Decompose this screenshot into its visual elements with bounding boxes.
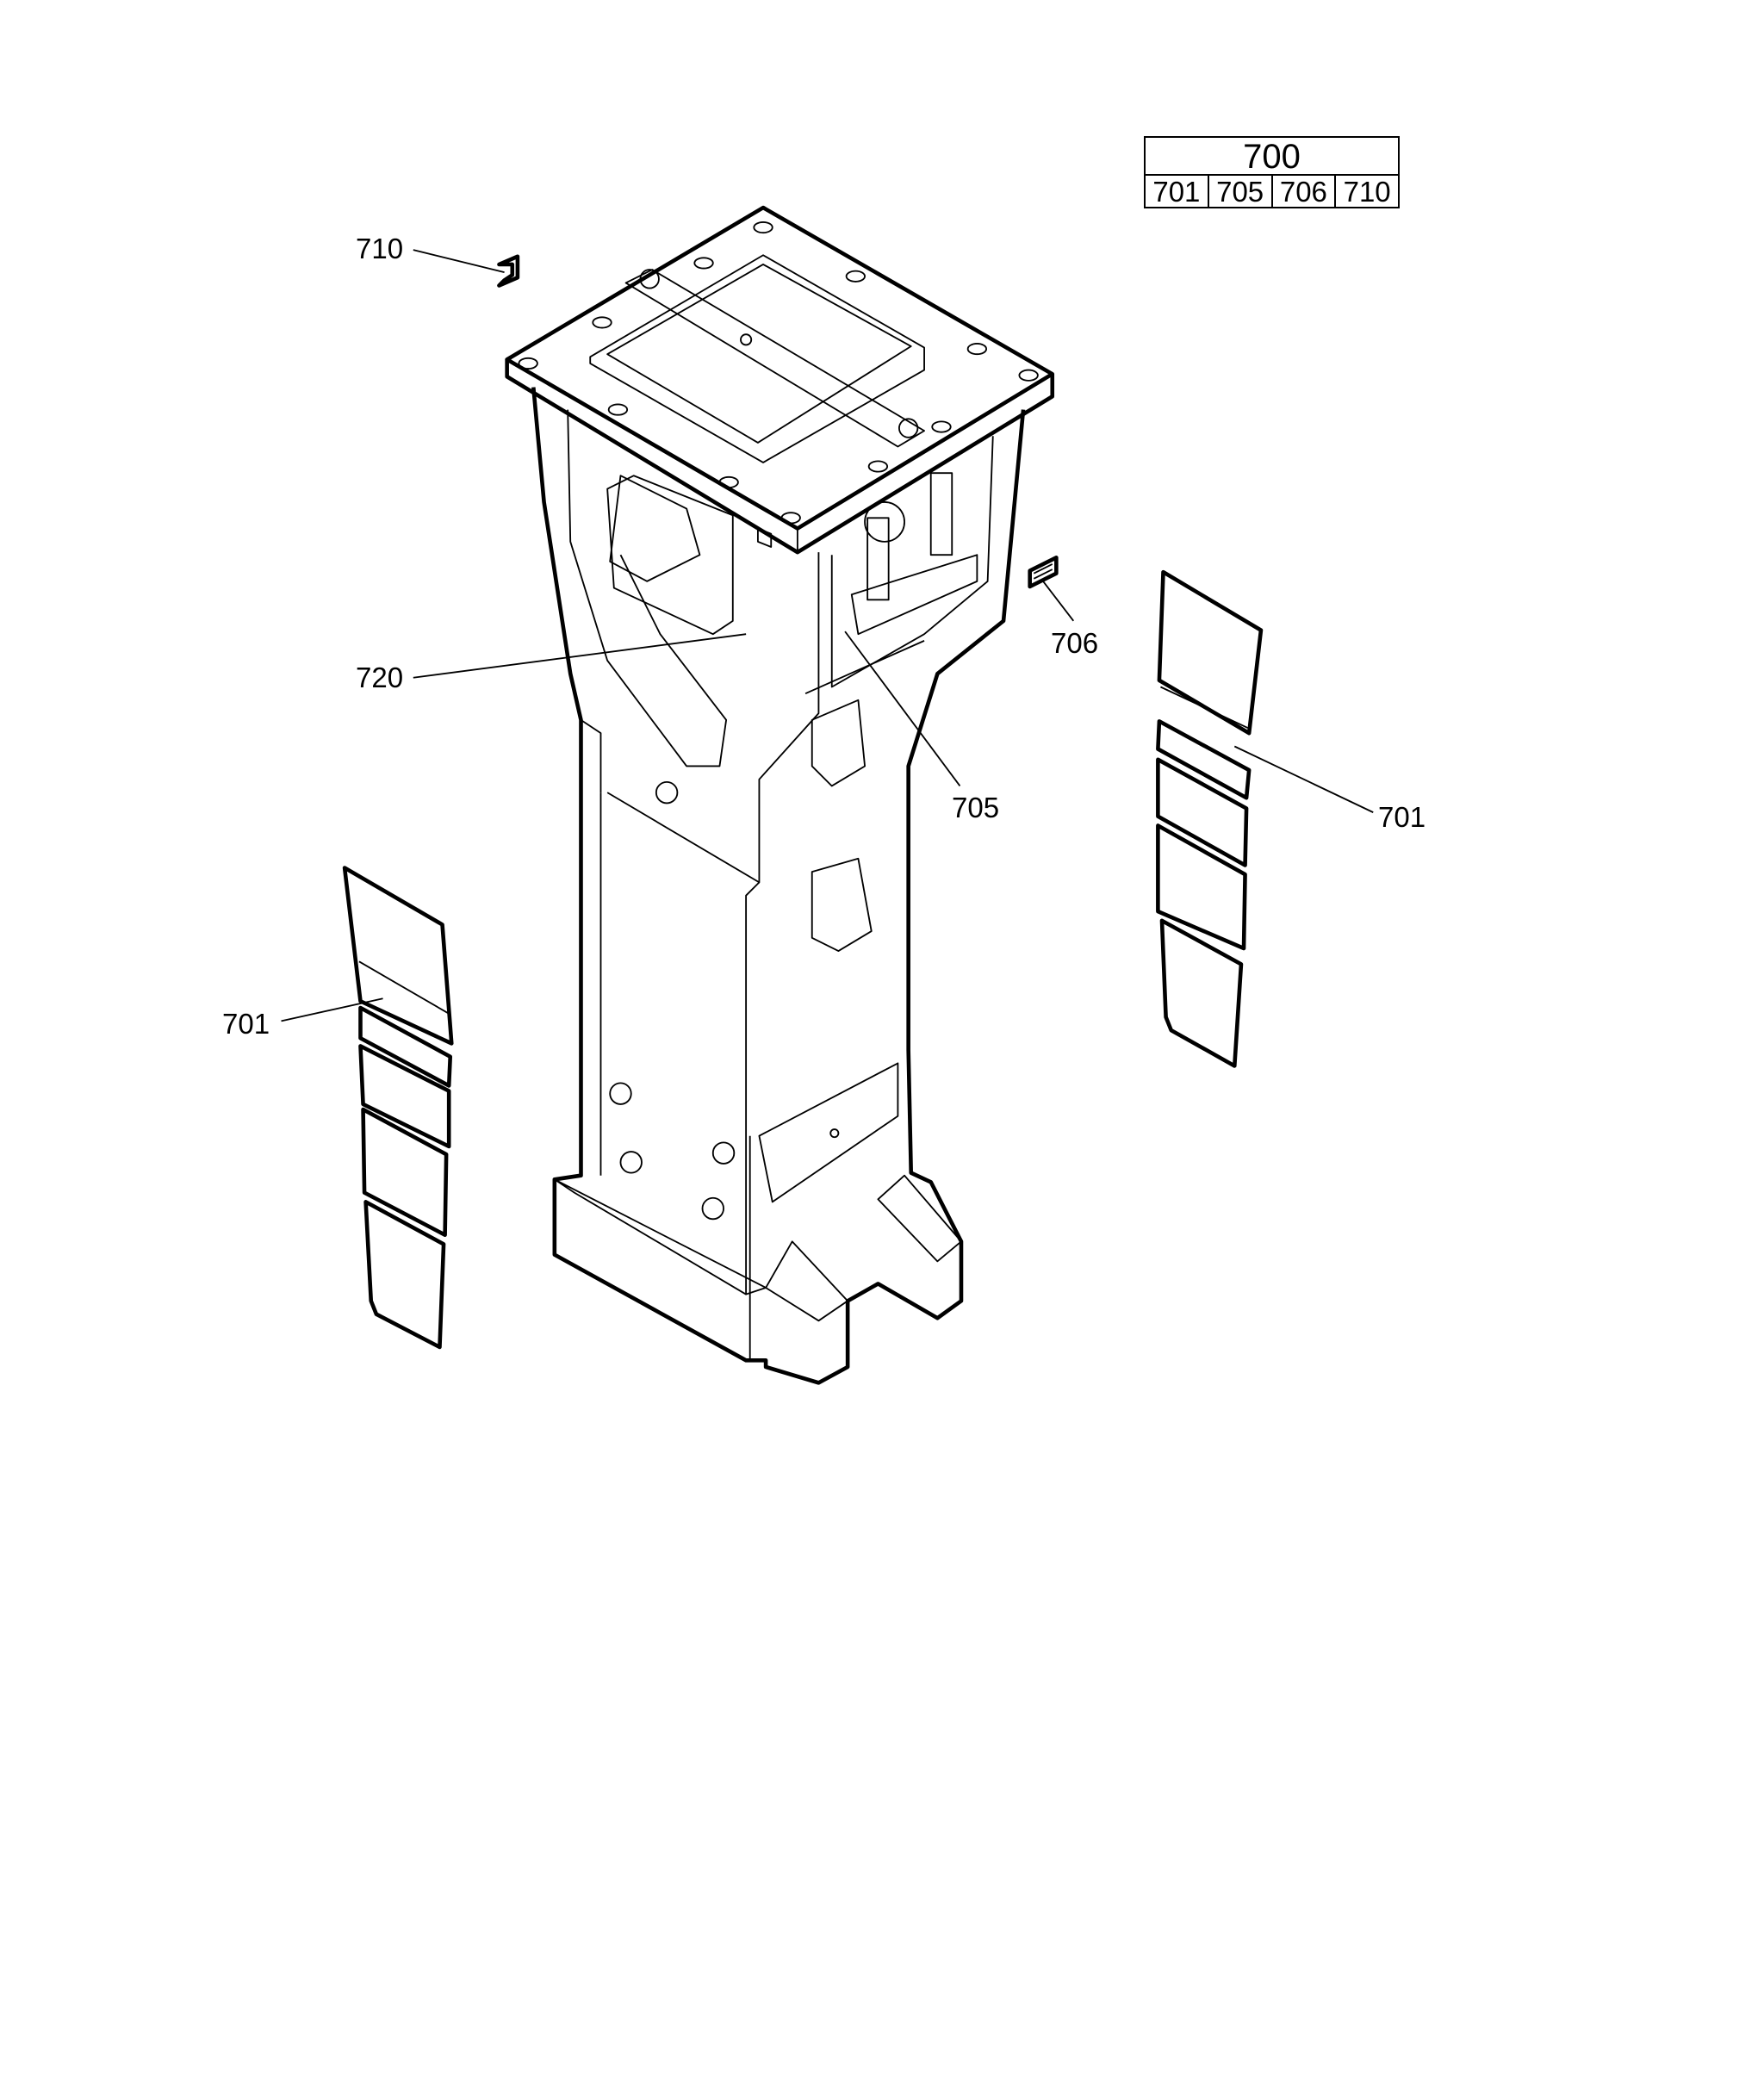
decal-701-left: [342, 866, 454, 1350]
part-number-cell: 701: [1146, 176, 1209, 208]
callout-706: 706: [1051, 627, 1099, 659]
decal-701-right: [1156, 569, 1264, 1068]
callout-705: 705: [952, 792, 1000, 823]
assembly-number: 700: [1146, 138, 1398, 176]
part-number-cell: 710: [1343, 176, 1391, 208]
decal-706: [1028, 555, 1059, 589]
decal-710: [497, 254, 520, 288]
callout-710: 710: [356, 233, 404, 264]
top-plate: [505, 205, 1055, 555]
callout-701-left: 701: [222, 1008, 270, 1040]
part-number-cell: 706: [1273, 176, 1337, 208]
part-number-cell: 705: [1209, 176, 1273, 208]
callout-701-right: 701: [1378, 801, 1426, 833]
parts-table: 700 701 705 706 710: [1144, 136, 1400, 208]
leader-lines: [281, 249, 1374, 1022]
callout-720: 720: [356, 662, 404, 693]
breaker-body: [531, 387, 1026, 1385]
